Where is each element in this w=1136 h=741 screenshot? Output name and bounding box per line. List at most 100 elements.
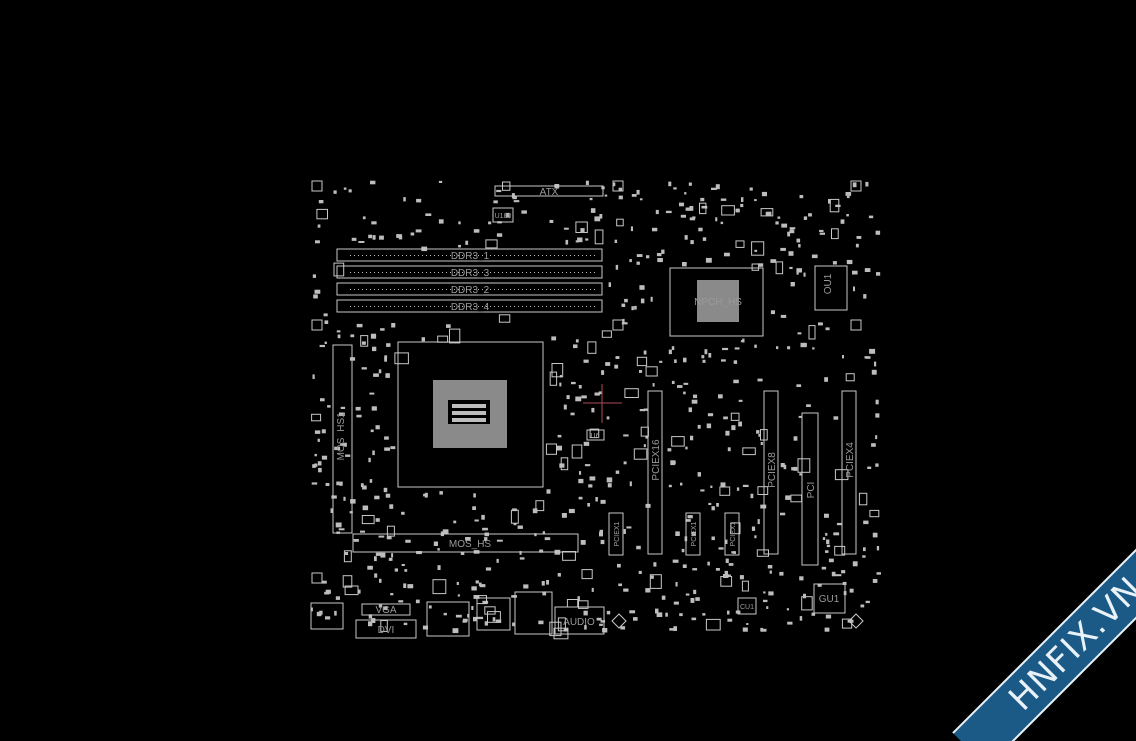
pciex1-slot-1[interactable]: PCIEX1 [608,512,624,556]
pad [481,514,485,520]
pad [680,482,683,486]
cu1-chip[interactable]: CU1 [737,597,757,615]
pad [761,191,767,197]
pad [718,394,723,399]
ddr-slot-2[interactable]: DDR3_2 [336,282,603,296]
pad [822,537,826,540]
dimm-pin [398,289,399,290]
pad [825,532,828,536]
pad [453,520,457,524]
dimm-pin [442,306,443,307]
pad [707,413,714,417]
pad [691,617,697,621]
pad [803,272,806,277]
pad [545,443,558,455]
pad [828,558,834,563]
pad [355,406,361,411]
u180-chip[interactable]: U180 [492,207,514,223]
dimm-pin [558,255,559,256]
dimm-pin [582,272,583,273]
pad [534,533,537,537]
pad [566,599,579,608]
dimm-pin [542,306,543,307]
pad [378,535,385,538]
ddr-slot-3[interactable]: DDR3_3 [336,265,603,279]
pch-chip[interactable]: NPCH_HS [669,267,764,337]
ddr-slot-4[interactable]: DDR3_4 [336,299,603,313]
pad [692,568,698,571]
pad [811,254,818,259]
pad [705,618,721,631]
atx-connector[interactable]: ATX [494,185,604,198]
ddr-slot-1[interactable]: DDR3_1 [336,248,603,262]
pad [620,626,626,630]
dimm-pin [454,255,455,256]
pad [789,266,793,269]
pad [482,527,488,531]
pad [677,385,683,388]
u6-chip[interactable]: U6 [586,429,605,441]
pad [350,499,356,504]
pciex16-slot[interactable]: PCIEX16 [647,390,663,555]
ddr-slot-4-label: DDR3_4 [451,302,490,313]
pad [591,587,594,592]
pad [862,555,866,558]
pad [750,493,754,499]
pad [824,513,829,518]
pad [740,203,744,208]
hs1-heatsink[interactable]: HS1 MOS [332,344,353,534]
dimm-pin [426,272,427,273]
pad [722,347,729,351]
dimm-pin [398,306,399,307]
pad [819,232,825,235]
pad [437,548,440,551]
pad [374,556,377,562]
pad [786,608,789,611]
dvi-connector[interactable]: DVI [355,619,417,639]
pad [725,430,730,436]
dimm-pin [530,306,531,307]
pciex1-slot-3[interactable]: PCIEX1 [724,512,740,556]
dimm-pin [406,289,407,290]
dimm-pin [578,306,579,307]
pciex8-slot[interactable]: PCIEX8 [763,390,779,555]
dimm-pin [590,289,591,290]
dimm-pin [538,289,539,290]
pad [556,445,562,451]
pad [796,384,802,387]
audio-connector[interactable]: AUDIO [554,606,605,635]
dimm-pin [578,272,579,273]
pad [578,478,584,484]
pad [585,180,589,185]
pad [846,259,853,265]
pciex1-slot-2[interactable]: PCIEX1 [685,512,701,556]
pad [781,223,788,228]
pad [623,434,629,437]
dimm-pin [462,272,463,273]
pad [704,349,708,355]
pad [646,255,650,259]
pad [442,529,449,534]
dimm-pin [454,306,455,307]
pad [523,584,529,589]
gu1-chip[interactable]: GU1 [813,583,846,614]
pad [321,455,328,460]
pad [561,513,567,518]
dimm-pin [502,306,503,307]
pad [825,327,830,331]
ou1-chip[interactable]: OU1 [814,265,848,311]
pad [864,268,871,272]
mos-hs-heatsink[interactable]: MOS_HS [352,533,579,553]
dimm-pin [522,272,523,273]
pad [872,532,878,538]
pci-slot[interactable]: PCI [801,412,819,566]
pciex4-slot[interactable]: PCIEX4 [841,390,857,555]
pad [344,585,359,596]
vga-connector[interactable]: VGA [361,603,411,616]
pad [799,195,804,199]
pad [390,593,394,596]
pad [669,628,674,631]
pad [495,619,502,623]
cpu-socket[interactable] [397,341,544,488]
